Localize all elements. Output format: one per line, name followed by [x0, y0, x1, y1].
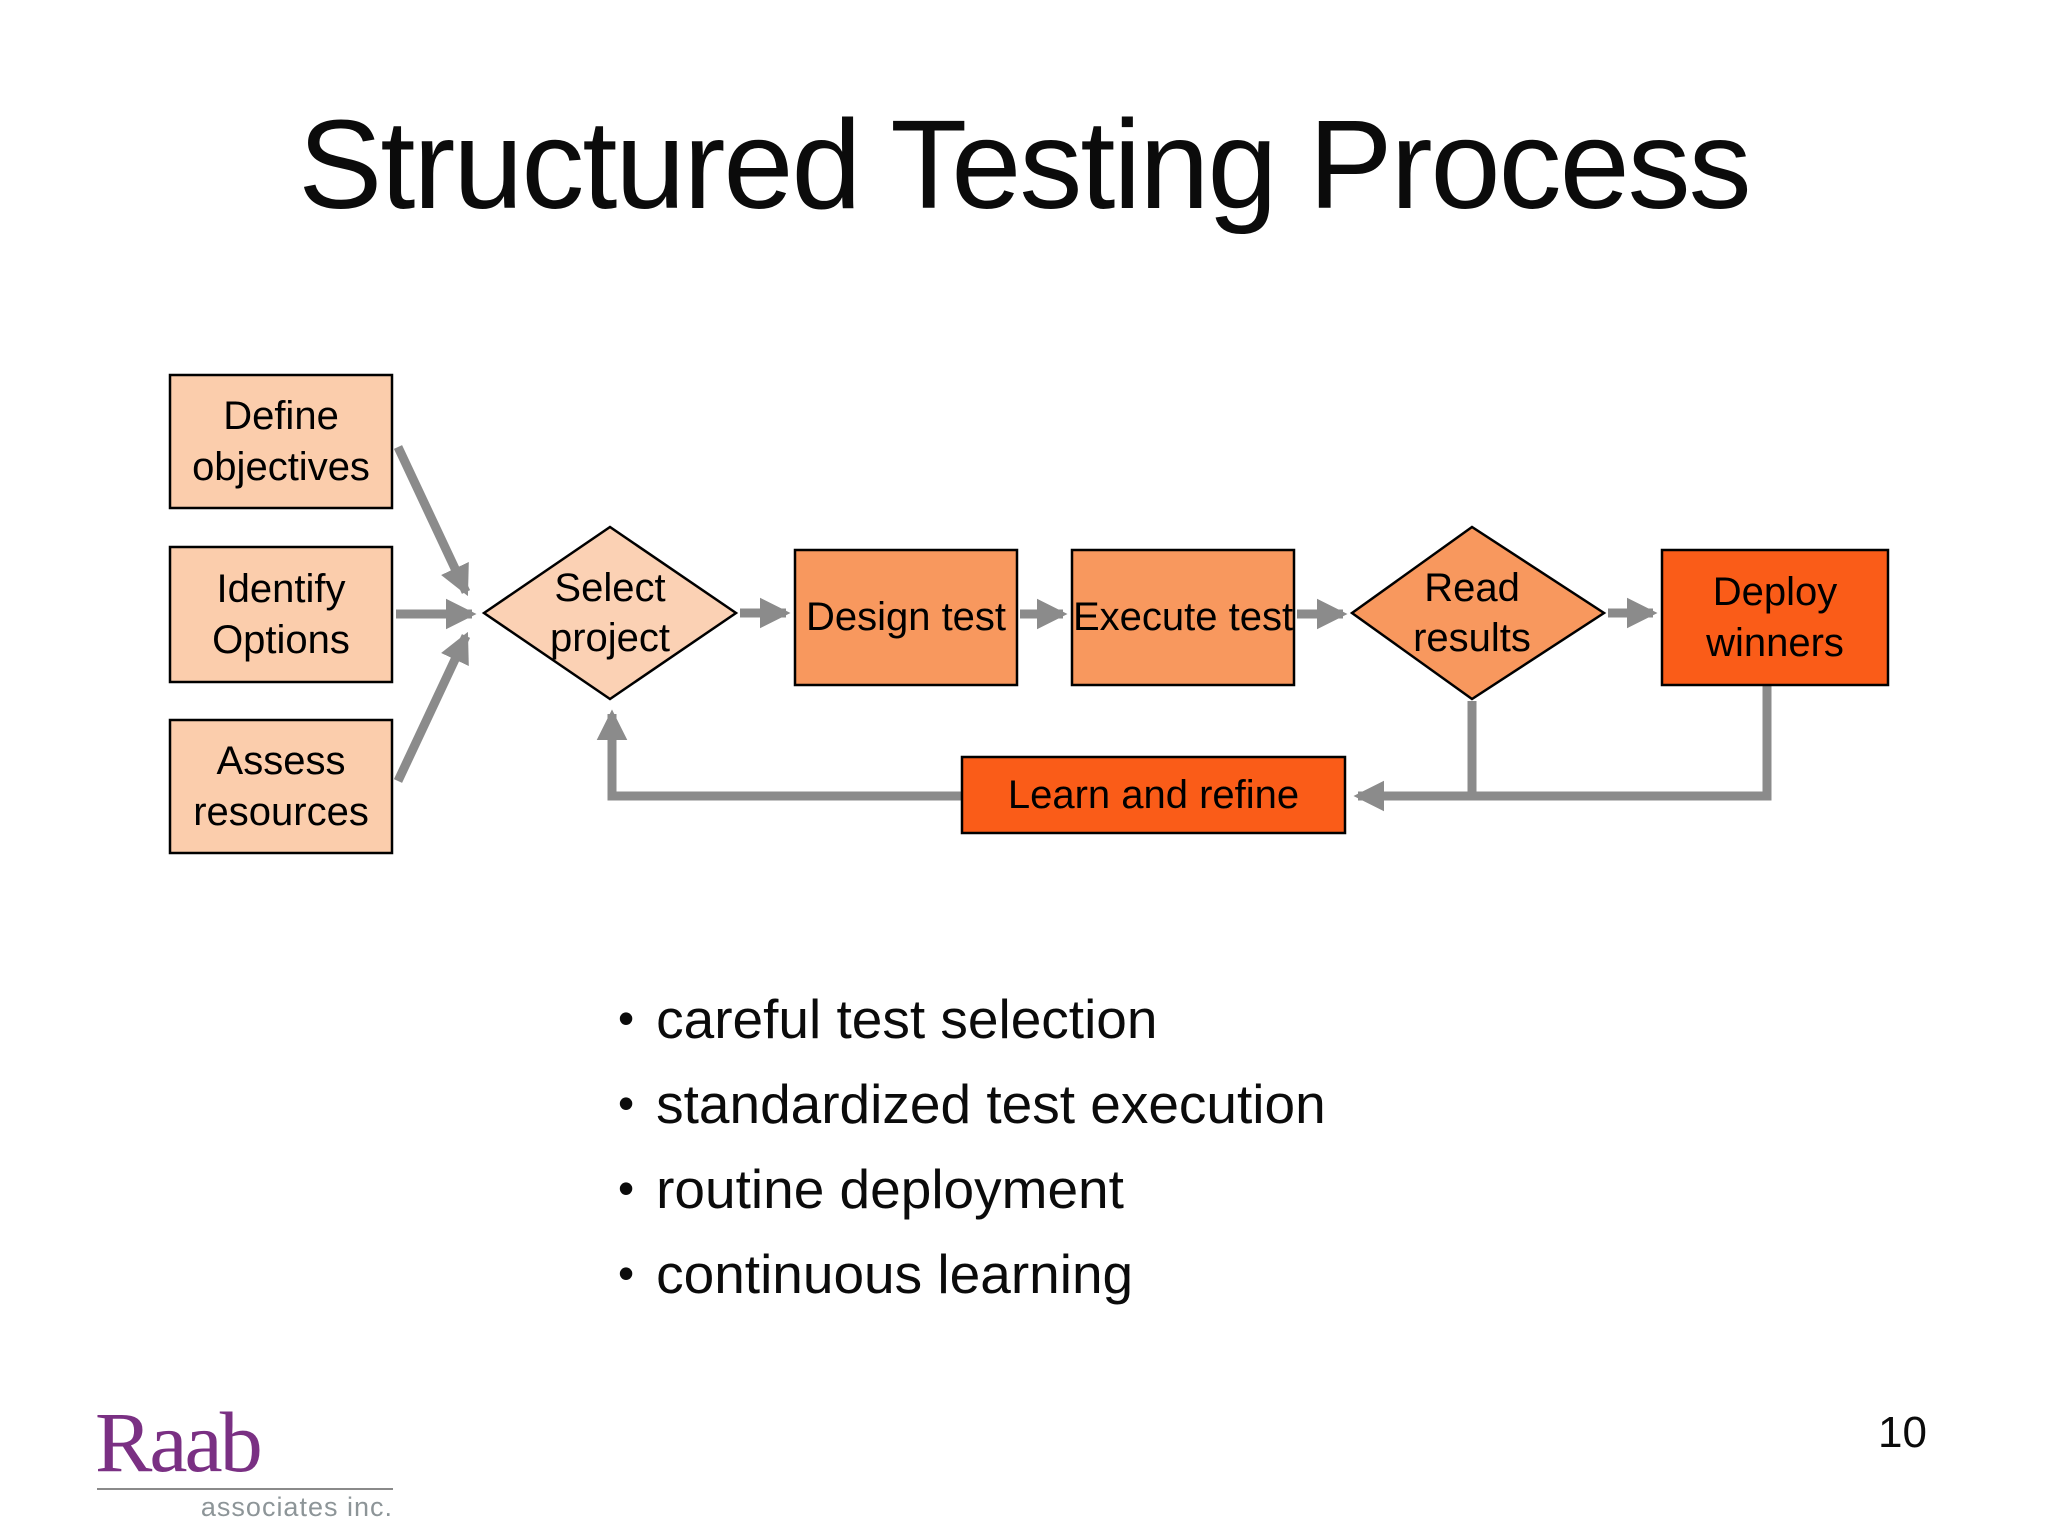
node-deploy-winners	[1660, 548, 1890, 687]
node-label-select-project: Select project	[549, 565, 671, 660]
node-label-learn-and-refine: Learn and refine	[1007, 772, 1300, 817]
node-label-identify-options: Identify Options	[212, 567, 350, 662]
connector-assess-to-select	[393, 631, 471, 783]
slide-title: Structured Testing Process	[298, 94, 1751, 235]
node-label-design-test: Design test	[805, 595, 1007, 640]
node-learn-and-refine	[960, 755, 1347, 835]
bullet-item: continuous learning	[618, 1233, 1326, 1318]
bullet-list: careful test selection standardized test…	[618, 978, 1326, 1318]
page-number: 10	[1878, 1408, 1927, 1457]
node-define-objectives	[168, 373, 394, 510]
node-label-define-objectives: Define objectives	[192, 394, 370, 489]
node-identify-options	[168, 545, 394, 684]
company-logo: Raab associates inc.	[95, 1394, 393, 1522]
logo-name: Raab	[95, 1394, 263, 1490]
logo-subtitle: associates inc.	[200, 1492, 393, 1522]
connector-deploy-to-learn	[1353, 686, 1772, 812]
node-assess-resources	[168, 718, 394, 855]
bullet-item: standardized test execution	[618, 1063, 1326, 1148]
node-label-execute-test: Execute test	[1072, 595, 1294, 640]
bullet-item: careful test selection	[618, 978, 1326, 1063]
node-label-assess-resources: Assess resources	[193, 739, 369, 834]
node-read-results	[1349, 525, 1607, 701]
node-design-test	[793, 548, 1019, 687]
bullet-item: routine deployment	[618, 1148, 1326, 1233]
node-label-deploy-winners: Deploy winners	[1706, 570, 1844, 665]
node-label-read-results: Read results	[1413, 565, 1531, 660]
node-execute-test	[1070, 548, 1296, 687]
connector-learn-to-select	[596, 709, 962, 801]
logo-rule	[97, 1488, 393, 1490]
node-select-project	[481, 525, 739, 701]
connector-define-to-select	[393, 445, 471, 597]
